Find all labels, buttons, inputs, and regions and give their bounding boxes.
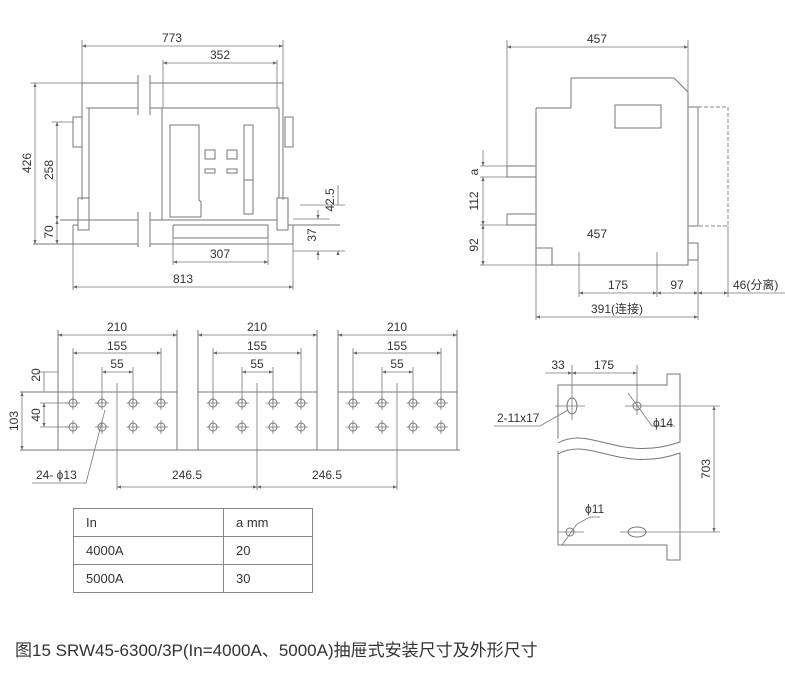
header-a-mm: a mm [223, 508, 313, 537]
hole-14-label: ϕ14 [653, 416, 673, 430]
hole-centerline [126, 420, 140, 434]
dim-70: 70 [42, 225, 56, 239]
busbar-extension-lines [212, 348, 302, 490]
hole-centerline [266, 420, 280, 434]
pitch-246-5-b: 246.5 [312, 468, 342, 482]
block2-55: 55 [250, 357, 264, 371]
hole-centerline [346, 396, 360, 410]
busbar-layout [20, 330, 460, 490]
hole-centerline [95, 396, 109, 410]
table-header-row: In a mm [73, 508, 313, 537]
dim-97: 97 [670, 278, 684, 292]
dim-37: 37 [305, 228, 319, 242]
dim-33: 33 [551, 358, 565, 372]
hole-centerline [266, 396, 280, 410]
cell-a: 20 [223, 536, 313, 565]
block2-155: 155 [247, 339, 267, 353]
busbar-block-outline [337, 330, 458, 450]
busbar-block-outline [57, 330, 178, 450]
busbar-baseline [20, 391, 460, 451]
dim-307: 307 [210, 247, 230, 261]
hole-centerline [126, 396, 140, 410]
front-view: 773 352 426 258 70 307 813 42.5 37 [20, 31, 345, 290]
busbar-block-outline [197, 330, 318, 450]
block2-210: 210 [247, 320, 267, 334]
hole-centerline [206, 396, 220, 410]
dim-258: 258 [42, 160, 56, 180]
block1-210: 210 [107, 320, 127, 334]
holes-leader [32, 409, 106, 484]
dim-457-inner: 457 [587, 227, 607, 241]
block3-210: 210 [387, 320, 407, 334]
hole-centerline [294, 420, 308, 434]
cell-in: 5000A [73, 564, 224, 593]
hole-centerline [235, 396, 249, 410]
dim-352: 352 [210, 48, 230, 62]
pitch-246-5-a: 246.5 [172, 468, 202, 482]
hole-centerline [434, 396, 448, 410]
dim-20: 20 [29, 368, 43, 382]
slot-label: 2-11x17 [497, 411, 540, 425]
hole-centerline [406, 396, 420, 410]
table-row: 5000A 30 [73, 564, 313, 593]
side-view: 457 a 112 92 457 175 97 46(分离) 391(连接) [467, 32, 785, 320]
holes-label: 24- ϕ13 [36, 468, 77, 482]
dim-92: 92 [467, 238, 481, 252]
hole-centerline [206, 420, 220, 434]
busbar-extension-lines [72, 348, 162, 490]
hole-centerline [346, 420, 360, 434]
dim-103: 103 [7, 411, 21, 431]
hole-centerline [154, 420, 168, 434]
hole-centerline [235, 420, 249, 434]
cell-in: 4000A [73, 536, 224, 565]
dim-175: 175 [608, 278, 628, 292]
block1-155: 155 [107, 339, 127, 353]
block3-155: 155 [387, 339, 407, 353]
hole-centerline [406, 420, 420, 434]
block1-55: 55 [110, 357, 124, 371]
busbar-labels: 210 155 55 210 155 55 210 155 55 103 40 … [7, 320, 407, 482]
dim-46-separate: 46(分离) [733, 277, 778, 292]
busbar-extension-lines [352, 348, 442, 490]
dim-457-depth: 457 [587, 32, 607, 46]
hole-centerline [154, 396, 168, 410]
dim-391-connect: 391(连接) [591, 301, 643, 316]
table-row: 4000A 20 [73, 536, 313, 565]
dim-175-bracket: 175 [594, 358, 614, 372]
dim-42-5: 42.5 [323, 188, 337, 212]
block3-55: 55 [390, 357, 404, 371]
hole-centerline [375, 396, 389, 410]
dim-426: 426 [20, 153, 34, 173]
hole-centerline [434, 420, 448, 434]
hole-centerline [294, 396, 308, 410]
hole-11-label: ϕ11 [585, 502, 605, 516]
dim-a: a [467, 168, 481, 175]
dim-773: 773 [162, 31, 182, 45]
dim-40: 40 [29, 408, 43, 422]
hole-centerline [66, 396, 80, 410]
mounting-bracket: 33 175 2-11x17 ϕ14 ϕ11 703 [494, 358, 720, 561]
header-in: In [73, 508, 224, 537]
current-table: In a mm 4000A 20 5000A 30 [73, 508, 313, 593]
dim-112: 112 [467, 191, 481, 210]
dim-703: 703 [699, 459, 713, 479]
hole-centerline [66, 420, 80, 434]
dim-813: 813 [173, 272, 193, 286]
figure-caption: 图15 SRW45-6300/3P(In=4000A、5000A)抽屉式安装尺寸… [15, 641, 538, 660]
hole-centerline [375, 420, 389, 434]
cell-a: 30 [223, 564, 313, 593]
